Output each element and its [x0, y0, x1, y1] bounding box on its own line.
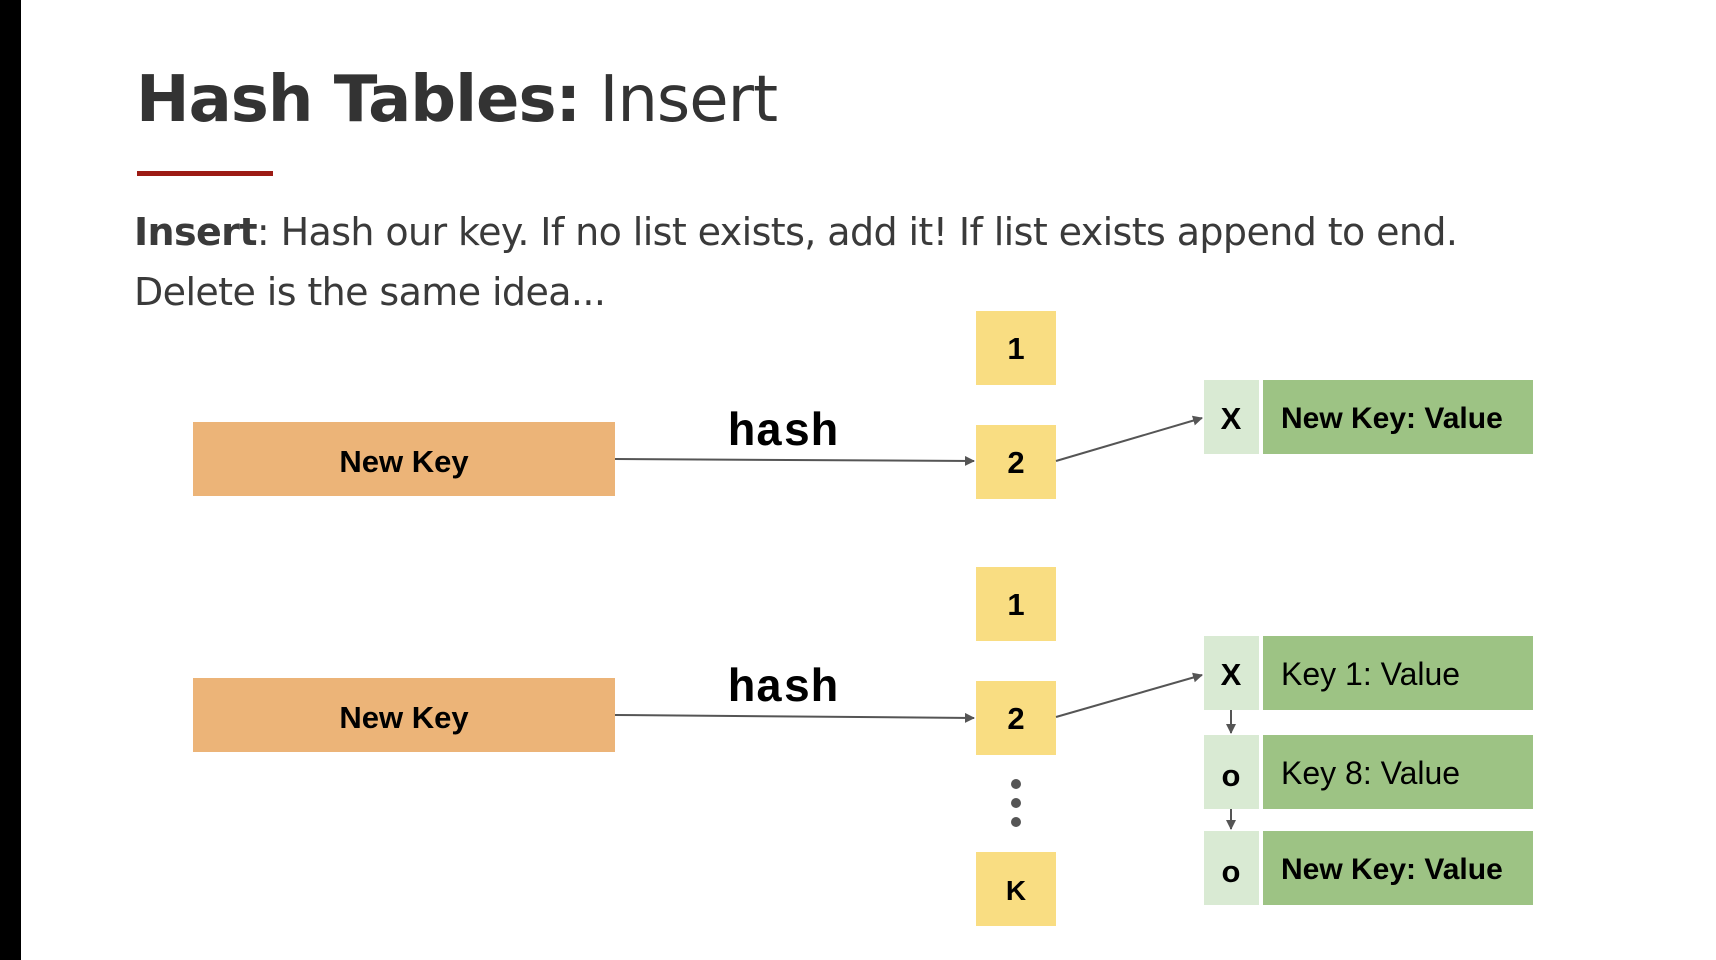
chain-node-3-entry	[1263, 831, 1533, 905]
chain-node-1-pointer	[1204, 636, 1259, 710]
bucket-1-label: 1	[1007, 331, 1024, 366]
title-bold: Hash Tables:	[136, 63, 581, 137]
left-edge-bar	[0, 0, 21, 960]
title-underline	[137, 171, 273, 176]
body-keyword: Insert	[134, 210, 257, 254]
chain-node-2-pointer	[1204, 735, 1259, 809]
bucket-1	[976, 567, 1056, 641]
chain-node-pointer-label: X	[1221, 401, 1242, 436]
diagram-single-insert: New Key hash 1 2 X New Key: Value	[193, 311, 1533, 499]
chain-node-2-entry-label: Key 8: Value	[1281, 755, 1460, 791]
chain-node-1-pointer-label: X	[1221, 657, 1242, 692]
body-line-2: Delete is the same idea...	[134, 270, 606, 314]
bucket-2	[976, 681, 1056, 755]
bucket-to-chain-arrow	[1055, 415, 1203, 462]
ellipsis-dot-3	[1011, 817, 1021, 827]
hash-label: hash	[728, 663, 838, 715]
bucket-2-label: 2	[1007, 445, 1024, 480]
bucket-2	[976, 425, 1056, 499]
chain-node-1-entry-label: Key 1: Value	[1281, 656, 1460, 692]
bucket-1-label: 1	[1007, 587, 1024, 622]
chain-node-3-pointer	[1204, 831, 1259, 905]
hash-arrow	[614, 455, 975, 466]
new-key-box	[193, 422, 615, 496]
bucket-1	[976, 311, 1056, 385]
chain-node-entry-label: New Key: Value	[1281, 402, 1503, 435]
chain-node-3-pointer-label: o	[1222, 854, 1241, 889]
slide-body: Insert: Hash our key. If no list exists,…	[134, 202, 1634, 322]
chain-node-pointer	[1204, 380, 1259, 454]
new-key-box	[193, 678, 615, 752]
chain-node-3-entry-label: New Key: Value	[1281, 853, 1503, 886]
bucket-k	[976, 852, 1056, 926]
chain-node-2-pointer-label: o	[1222, 758, 1241, 793]
new-key-label: New Key	[339, 700, 469, 735]
chain-node-2-entry	[1263, 735, 1533, 809]
ellipsis-dot-1	[1011, 779, 1021, 789]
title-light: Insert	[599, 63, 778, 137]
bucket-to-chain-arrow	[1055, 672, 1203, 718]
bucket-2-label: 2	[1007, 701, 1024, 736]
new-key-label: New Key	[339, 444, 469, 479]
ellipsis-dot-2	[1011, 798, 1021, 808]
body-line-1: Insert: Hash our key. If no list exists,…	[134, 202, 1634, 262]
hash-arrow	[614, 712, 975, 723]
hash-label: hash	[728, 407, 838, 459]
bucket-k-label: K	[1006, 875, 1026, 906]
diagram-append-insert: New Key hash 1 2 K X Key 1: Value o Key …	[193, 567, 1533, 926]
chain-node-1-entry	[1263, 636, 1533, 710]
chain-node-entry	[1263, 380, 1533, 454]
slide-title: Hash Tables: Insert	[136, 58, 778, 142]
body-line-1-rest: : Hash our key. If no list exists, add i…	[256, 210, 1458, 254]
